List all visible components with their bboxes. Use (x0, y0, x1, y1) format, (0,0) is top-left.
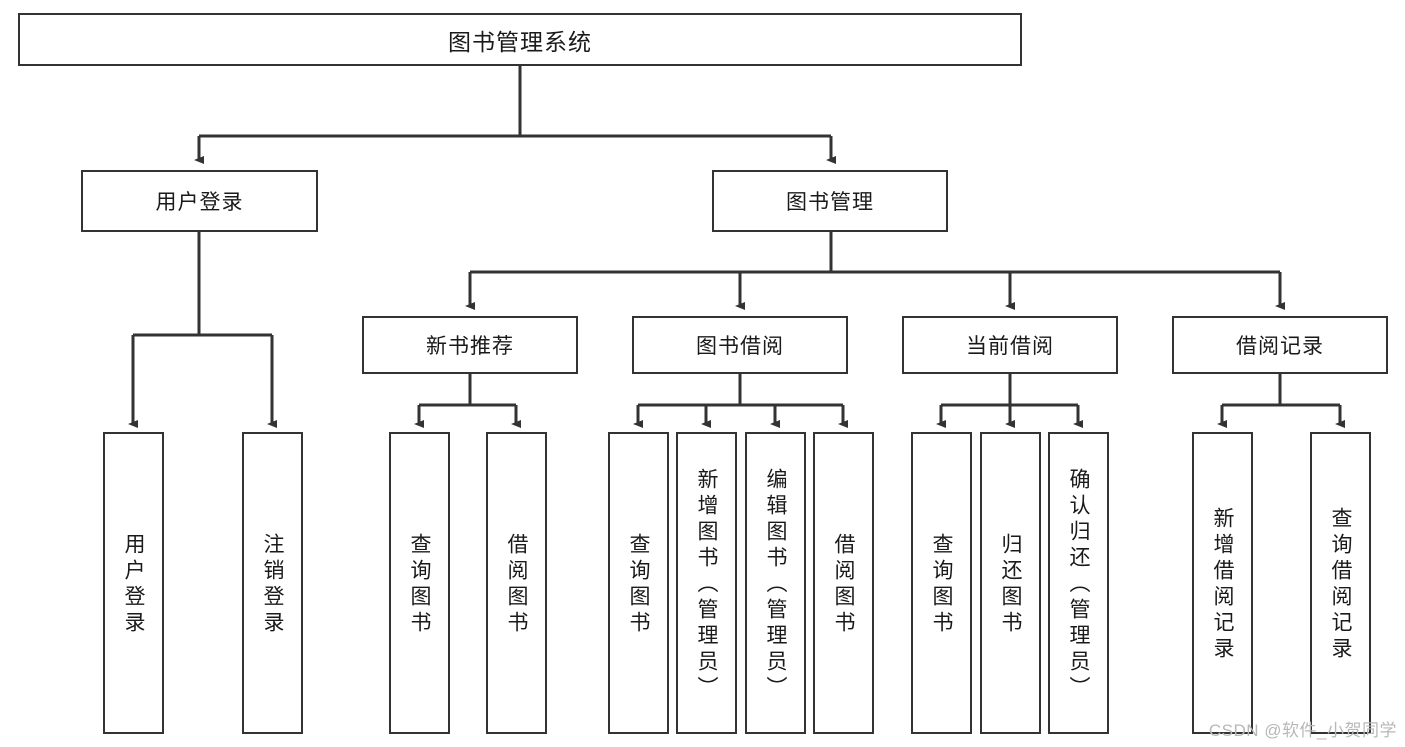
node-book-manage[interactable]: 图书管理 (712, 170, 948, 232)
node-label: 归还图书 (999, 533, 1022, 637)
node-leaf-user-logout[interactable]: 注销登录 (242, 432, 303, 734)
node-leaf-query-book-3[interactable]: 查询图书 (911, 432, 972, 734)
node-leaf-confirm-return[interactable]: 确认归还（管理员） (1048, 432, 1109, 734)
node-label: 查询图书 (627, 533, 650, 637)
node-label: 图书管理系统 (448, 28, 592, 55)
node-label: 借阅图书 (832, 533, 855, 637)
node-label: 确认归还（管理员） (1067, 468, 1090, 702)
node-label: 借阅记录 (1236, 335, 1324, 358)
node-borrow-record[interactable]: 借阅记录 (1172, 316, 1388, 374)
node-leaf-user-login[interactable]: 用户登录 (103, 432, 164, 734)
node-label: 新书推荐 (426, 335, 514, 358)
node-root-system[interactable]: 图书管理系统 (18, 13, 1022, 66)
node-label: 查询借阅记录 (1329, 507, 1352, 663)
node-label: 用户登录 (122, 533, 145, 637)
node-leaf-query-book-2[interactable]: 查询图书 (608, 432, 669, 734)
csdn-watermark: CSDN @软件_小贺同学 (1208, 721, 1397, 740)
node-label: 图书借阅 (696, 335, 784, 358)
node-new-book-rec[interactable]: 新书推荐 (362, 316, 578, 374)
node-leaf-add-record[interactable]: 新增借阅记录 (1192, 432, 1253, 734)
node-label: 编辑图书（管理员） (764, 468, 787, 702)
node-label: 图书管理 (786, 191, 874, 214)
node-label: 当前借阅 (966, 335, 1054, 358)
node-label: 新增借阅记录 (1211, 507, 1234, 663)
node-leaf-return-book[interactable]: 归还图书 (980, 432, 1041, 734)
node-leaf-query-book-1[interactable]: 查询图书 (389, 432, 450, 734)
node-leaf-edit-book[interactable]: 编辑图书（管理员） (745, 432, 806, 734)
node-current-borrow[interactable]: 当前借阅 (902, 316, 1118, 374)
node-label: 新增图书（管理员） (695, 468, 718, 702)
node-label: 借阅图书 (505, 533, 528, 637)
node-book-borrow[interactable]: 图书借阅 (632, 316, 848, 374)
node-leaf-query-record[interactable]: 查询借阅记录 (1310, 432, 1371, 734)
node-label: 注销登录 (261, 533, 284, 637)
node-leaf-borrow-book-2[interactable]: 借阅图书 (813, 432, 874, 734)
node-label: 用户登录 (155, 191, 244, 214)
node-label: 查询图书 (930, 533, 953, 637)
node-label: 查询图书 (408, 533, 431, 637)
node-leaf-add-book[interactable]: 新增图书（管理员） (676, 432, 737, 734)
node-leaf-borrow-book-1[interactable]: 借阅图书 (486, 432, 547, 734)
node-user-login[interactable]: 用户登录 (81, 170, 318, 232)
